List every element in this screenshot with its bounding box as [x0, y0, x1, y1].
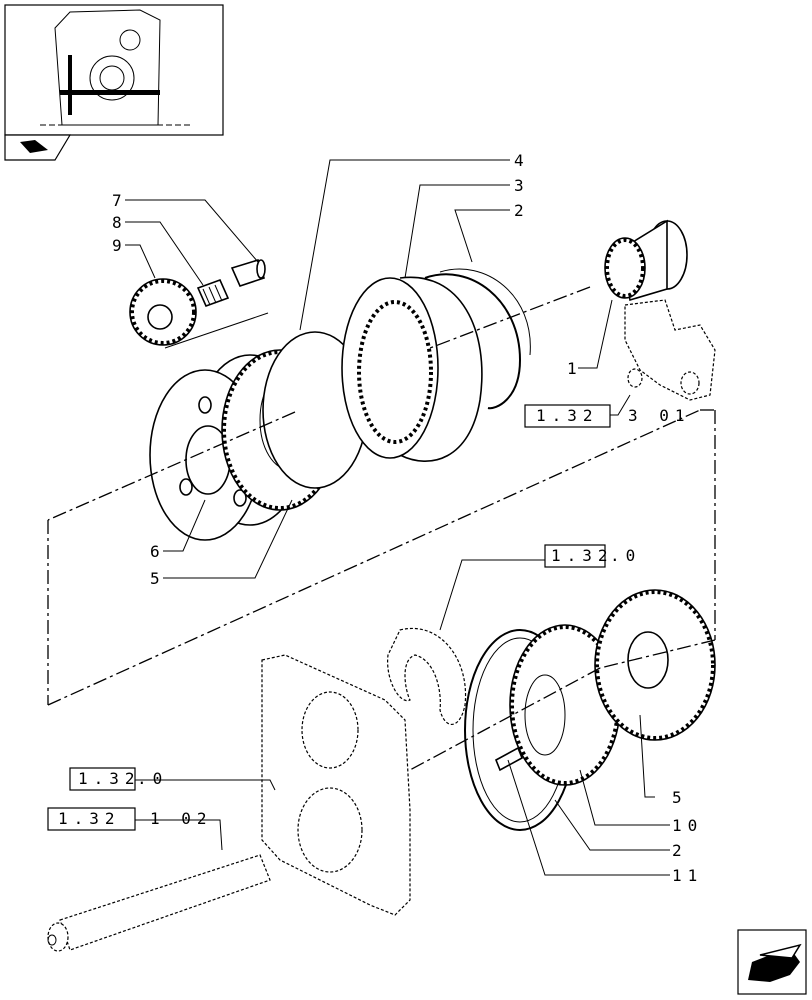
reference-tail-text: 1 02 — [150, 809, 213, 828]
book-icon[interactable] — [4, 134, 72, 161]
ring-gear-part-3[interactable] — [341, 276, 483, 462]
reference-box-text: 1.32 — [536, 406, 599, 425]
callout-7: 7 — [112, 191, 128, 210]
location-thumbnail[interactable] — [4, 4, 224, 136]
reference-1-32-1-02[interactable]: 1.32 1 02 — [47, 807, 213, 831]
needle-bearing-part-8[interactable] — [196, 278, 230, 308]
callout-6: 6 — [150, 542, 166, 561]
callout-4: 4 — [514, 151, 530, 170]
assembly-axis-lines — [47, 286, 716, 771]
callout-labels: 7 8 9 4 3 2 1 6 5 5 10 2 11 — [112, 151, 703, 885]
callout-2-lower: 2 — [672, 841, 688, 860]
callout-5-lower: 5 — [672, 788, 688, 807]
callout-11: 11 — [672, 866, 703, 885]
pin-part-7[interactable] — [230, 259, 266, 287]
reference-1-32-3-01[interactable]: 1.32 3 01 — [524, 404, 691, 428]
reference-box-text: 1.32 — [78, 769, 141, 788]
reference-box-text: 1.32 — [551, 546, 614, 565]
sleeve-part-1[interactable] — [604, 219, 688, 302]
reference-tail-text: .0 — [610, 546, 641, 565]
callout-3: 3 — [514, 176, 530, 195]
callout-8: 8 — [112, 213, 128, 232]
gear-part-5-lower[interactable] — [594, 589, 716, 741]
reference-box-text: 1.32 — [58, 809, 121, 828]
reference-1-32-2-0-upper[interactable]: 1.32 .0 — [544, 544, 641, 568]
next-page-arrow-icon[interactable] — [737, 929, 807, 995]
planet-gear-part-9[interactable] — [129, 278, 197, 346]
shift-fork[interactable] — [624, 299, 716, 401]
callout-5-upper: 5 — [150, 569, 166, 588]
callout-2-upper: 2 — [514, 201, 530, 220]
reference-tail-text: 3 01 — [628, 406, 691, 425]
callout-10: 10 — [672, 816, 703, 835]
callout-9: 9 — [112, 236, 128, 255]
thrust-washer[interactable] — [387, 627, 467, 725]
callout-1: 1 — [567, 359, 583, 378]
reference-tail-text: .0 — [137, 769, 168, 788]
snap-ring-part-2-upper[interactable] — [424, 268, 531, 410]
reference-1-32-2-0-lower[interactable]: 1.32 .0 — [69, 767, 168, 791]
pin-part-11[interactable] — [494, 746, 524, 772]
flange-plate[interactable] — [261, 654, 411, 916]
leader-lines — [120, 159, 670, 876]
shaft[interactable] — [47, 854, 271, 952]
